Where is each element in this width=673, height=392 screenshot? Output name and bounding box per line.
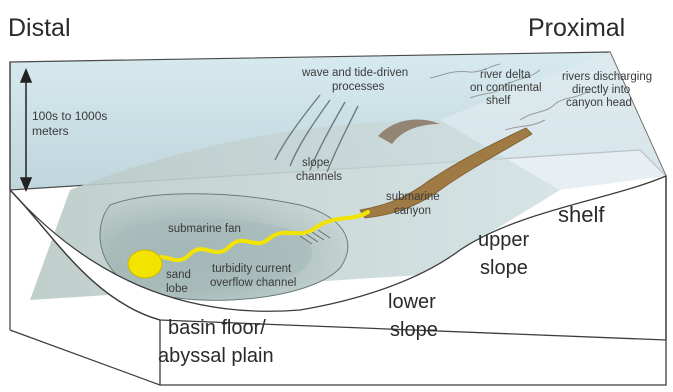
distal-label: Distal <box>8 14 71 42</box>
sand-lobe <box>128 250 162 278</box>
basin-floor-label: basin floor/ abyssal plain <box>158 317 274 367</box>
submarine-fan-label: submarine fan <box>168 223 241 235</box>
proximal-label: Proximal <box>528 14 625 42</box>
shelf-label: shelf <box>558 202 605 227</box>
rivers-discharging-label: rivers discharging directly into canyon … <box>562 71 655 109</box>
